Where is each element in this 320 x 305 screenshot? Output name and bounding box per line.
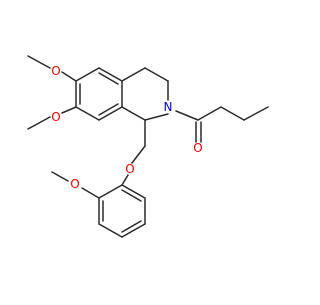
bond	[61, 106, 77, 114]
bond	[121, 223, 146, 238]
bond	[144, 67, 169, 82]
bond	[98, 72, 119, 85]
bond	[27, 55, 51, 69]
oxygen-atom-label: O	[51, 110, 60, 124]
bonds	[27, 55, 269, 238]
bond	[175, 110, 199, 121]
bond	[220, 106, 245, 121]
structure-canvas: O O N O O O	[27, 55, 269, 238]
oxygen-atom-label: O	[70, 177, 79, 191]
molecule-drawing: O O N O O O	[27, 55, 269, 238]
bond	[98, 106, 123, 121]
bond	[121, 220, 142, 233]
bond	[81, 187, 100, 199]
bond	[243, 106, 269, 121]
oxygen-atom-label: O	[51, 64, 60, 78]
atom-labels: O O N O O O	[51, 64, 202, 191]
bond	[144, 113, 169, 121]
bond	[121, 67, 146, 82]
bond	[98, 184, 123, 199]
bond	[121, 106, 146, 121]
bond	[98, 67, 123, 82]
bond	[27, 116, 51, 130]
nitrogen-atom-label: N	[164, 100, 173, 114]
bond	[98, 103, 119, 116]
bond	[121, 184, 146, 199]
bond	[51, 171, 69, 182]
oxygen-atom-label: O	[125, 162, 134, 176]
bond	[75, 106, 100, 121]
bond	[98, 223, 123, 238]
bond	[131, 145, 146, 164]
bond	[121, 189, 142, 202]
bond	[197, 106, 222, 121]
bond	[121, 174, 129, 186]
bond	[75, 67, 100, 82]
oxygen-atom-label: O	[193, 141, 202, 155]
bond	[61, 71, 77, 82]
